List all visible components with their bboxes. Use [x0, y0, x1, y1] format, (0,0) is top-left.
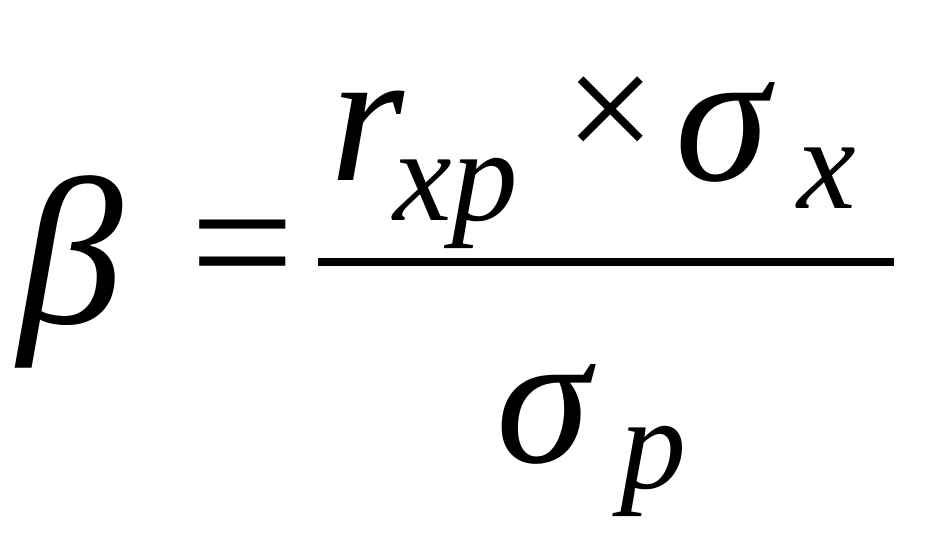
beta-symbol: β [18, 137, 123, 369]
numerator-sigma-subscript: x [797, 90, 856, 237]
multiplication-sign: × [565, 19, 656, 197]
equals-sign: = [190, 140, 295, 345]
fraction-bar [318, 258, 894, 266]
denominator-sigma-subscript: p [620, 370, 686, 517]
numerator-sigma: σ [675, 12, 769, 222]
denominator-sigma: σ [496, 294, 590, 504]
numerator-r-subscript: xp [393, 102, 518, 249]
numerator-r: r [330, 12, 404, 222]
